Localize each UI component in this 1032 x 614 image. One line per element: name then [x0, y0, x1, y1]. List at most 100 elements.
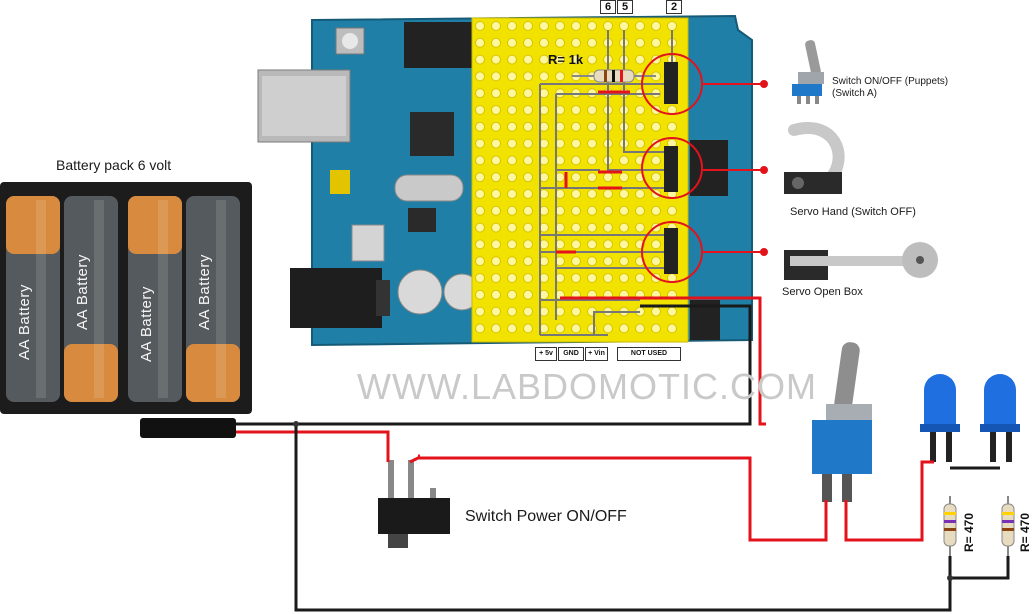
proto-hole: [523, 323, 533, 334]
servo-hand-label: Servo Hand (Switch OFF): [790, 206, 916, 218]
proto-hole: [635, 54, 645, 65]
battery-pack: [0, 182, 252, 438]
led-1: [920, 374, 960, 462]
proto-hole: [603, 205, 613, 216]
proto-hole: [491, 323, 501, 334]
proto-hole: [491, 306, 501, 317]
proto-hole: [587, 37, 597, 48]
proto-hole: [619, 21, 629, 31]
proto-hole: [523, 189, 533, 199]
proto-hole: [523, 155, 533, 166]
proto-hole: [539, 21, 549, 31]
proto-hole: [635, 273, 645, 283]
proto-hole: [491, 289, 501, 300]
proto-hole: [507, 88, 517, 99]
proto-hole: [603, 172, 613, 183]
proto-hole: [571, 189, 581, 199]
proto-hole: [619, 172, 629, 183]
proto-hole: [667, 121, 677, 132]
proto-hole: [491, 155, 501, 166]
proto-hole: [571, 54, 581, 65]
proto-hole: [507, 121, 517, 132]
proto-hole: [475, 172, 485, 183]
proto-hole: [507, 155, 517, 166]
proto-hole: [587, 323, 597, 334]
proto-hole: [507, 105, 517, 115]
proto-hole: [507, 273, 517, 283]
proto-hole: [523, 205, 533, 216]
watermark: WWW.LABDOMOTIC.COM: [357, 366, 817, 407]
proto-hole: [491, 256, 501, 267]
pin-2-label: 2: [666, 0, 682, 14]
proto-hole: [475, 189, 485, 199]
proto-hole: [507, 189, 517, 199]
proto-hole: [507, 205, 517, 216]
proto-hole: [507, 172, 517, 183]
header-servo-hand: [664, 146, 678, 192]
power-switch: [378, 460, 450, 548]
proto-hole: [571, 138, 581, 149]
proto-hole: [587, 121, 597, 132]
battery-cell: [128, 196, 182, 402]
header-switch-a: [664, 62, 678, 104]
proto-hole: [603, 256, 613, 267]
proto-hole: [571, 155, 581, 166]
servo-open-box: [784, 242, 938, 280]
proto-hole: [475, 155, 485, 166]
proto-hole: [587, 256, 597, 267]
proto-hole: [587, 54, 597, 65]
proto-hole: [507, 323, 517, 334]
resistor-470-label: R= 470: [1018, 512, 1032, 552]
proto-hole: [475, 71, 485, 82]
proto-hole: [475, 273, 485, 283]
power-switch-label: Switch Power ON/OFF: [465, 508, 627, 525]
battery-cell-label: AA Battery: [74, 254, 91, 330]
proto-hole: [475, 222, 485, 233]
battery-cell: [6, 196, 60, 402]
proto-hole: [635, 21, 645, 31]
proto-hole: [523, 289, 533, 300]
proto-hole: [523, 222, 533, 233]
tag-5v: + 5v: [535, 347, 557, 361]
proto-hole: [667, 205, 677, 216]
proto-hole: [491, 222, 501, 233]
header-servo-box: [664, 228, 678, 274]
wire-red: [236, 296, 934, 542]
proto-hole: [475, 323, 485, 334]
proto-hole: [523, 105, 533, 115]
proto-hole: [651, 256, 661, 267]
proto-hole: [619, 155, 629, 166]
proto-hole: [587, 222, 597, 233]
proto-hole: [475, 37, 485, 48]
proto-hole: [523, 172, 533, 183]
proto-hole: [475, 138, 485, 149]
proto-hole: [603, 21, 613, 31]
proto-hole: [491, 273, 501, 283]
proto-hole: [651, 205, 661, 216]
proto-hole: [587, 21, 597, 31]
proto-hole: [475, 121, 485, 132]
proto-hole: [523, 239, 533, 250]
proto-hole: [475, 306, 485, 317]
tag-vin: + Vin: [585, 347, 608, 361]
proto-hole: [555, 37, 565, 48]
proto-hole: [475, 205, 485, 216]
proto-hole: [635, 121, 645, 132]
battery-cell-label: AA Battery: [16, 284, 33, 360]
proto-hole: [619, 189, 629, 199]
proto-hole: [475, 239, 485, 250]
battery-cell: [64, 196, 118, 402]
resistor-470-2: [1001, 496, 1015, 556]
proto-hole: [587, 105, 597, 115]
battery-cell-label: AA Battery: [138, 286, 155, 362]
proto-hole: [539, 37, 549, 48]
proto-hole: [619, 205, 629, 216]
proto-hole: [507, 239, 517, 250]
capacitor: [397, 269, 443, 315]
proto-hole: [507, 71, 517, 82]
proto-hole: [475, 289, 485, 300]
led-2: [980, 374, 1020, 462]
proto-hole: [619, 222, 629, 233]
switch-a-label: Switch ON/OFF (Puppets): [832, 76, 949, 87]
proto-hole: [635, 323, 645, 334]
